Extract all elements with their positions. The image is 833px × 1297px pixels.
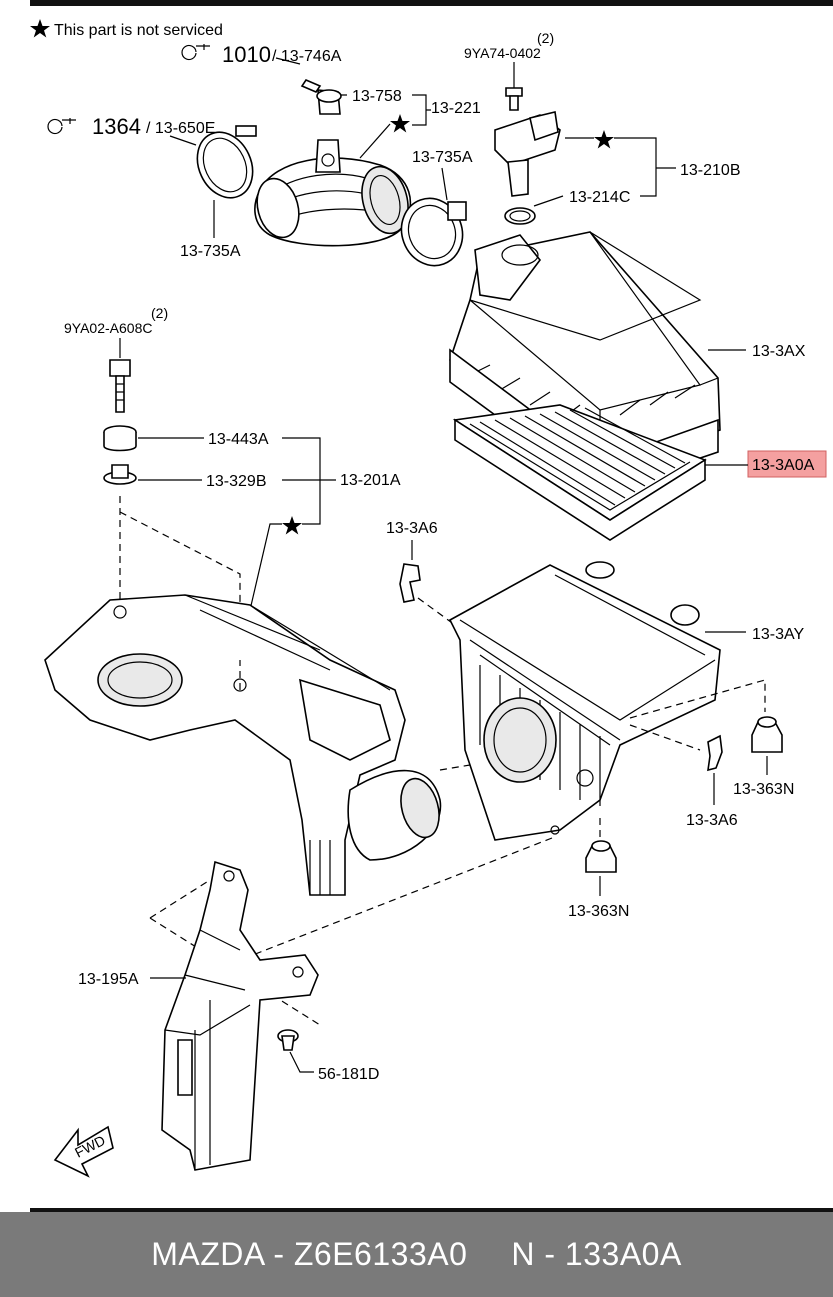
qty-bolt-top: (2) — [537, 30, 554, 46]
clip-13-3a6-top — [399, 563, 421, 603]
bolt-9ya02-a608c-label: 9YA02-A608C — [64, 320, 152, 336]
bottom-rule — [30, 1208, 833, 1212]
part-13-195a-label: 13-195A — [78, 971, 139, 988]
torque-wrench-icon — [47, 44, 210, 135]
part-13-735a-left-label: 13-735A — [180, 243, 241, 260]
air-filter-element-13-3a0a — [452, 404, 707, 541]
maf-sensor-13-210b — [494, 111, 561, 197]
collar-13-329b — [103, 464, 137, 485]
star-icon — [30, 19, 50, 38]
part-13-3a0a-label: 13-3A0A — [752, 457, 815, 474]
legend-note: This part is not serviced — [54, 22, 223, 39]
resonator-duct-13-201a — [44, 594, 442, 896]
clip-56-181d — [277, 1029, 299, 1051]
top-rule — [30, 0, 833, 6]
part-13-735a-right-label: 13-735A — [412, 149, 473, 166]
part-13-201a-label: 13-201A — [340, 472, 401, 489]
part-13-746a-label: / 13-746A — [272, 48, 342, 65]
star-icon — [594, 130, 614, 149]
mount-13-363n-right — [751, 716, 783, 753]
air-cleaner-case-13-3ay — [448, 561, 721, 841]
exploded-parts-diagram: This part is not serviced 1010 / 13-746A… — [30, 19, 827, 1178]
footer-part-number: MAZDA - Z6E6133A0 — [151, 1236, 468, 1272]
fresh-air-duct-13-195a — [161, 860, 319, 1171]
footer-oem-code: N - 133A0A — [511, 1236, 682, 1272]
part-13-3ay-label: 13-3AY — [752, 626, 805, 643]
clip-13-3a6-bottom — [707, 734, 723, 772]
o-ring-13-214c — [504, 207, 536, 225]
grommet-13-443a — [103, 425, 137, 452]
bolt-9ya02-a608c — [109, 359, 131, 413]
part-13-758-label: 13-758 — [352, 88, 402, 105]
intake-hose-13-221 — [254, 139, 412, 247]
bolt-9ya74-0402 — [505, 87, 523, 111]
fitting-13-758 — [300, 79, 342, 115]
highlight-box — [747, 450, 827, 478]
footer-bar: MAZDA - Z6E6133A0 N - 133A0A — [0, 1212, 833, 1297]
part-13-221-label: 13-221 — [431, 100, 481, 117]
bolt-9ya74-0402-label: 9YA74-0402 — [464, 45, 541, 61]
part-13-363n-bottom-label: 13-363N — [568, 903, 629, 920]
part-13-363n-right-label: 13-363N — [733, 781, 794, 798]
clamp-13-735a-left — [196, 125, 257, 199]
part-13-329b-label: 13-329B — [206, 473, 267, 490]
part-13-3a6-top-label: 13-3A6 — [386, 520, 438, 537]
forward-arrow-icon: FWD — [53, 1125, 114, 1178]
qty-bolt-left: (2) — [151, 305, 168, 321]
part-13-210b-label: 13-210B — [680, 162, 741, 179]
clamp-13-735a-right — [400, 197, 467, 267]
star-icon — [390, 114, 410, 133]
part-56-181d-label: 56-181D — [318, 1066, 379, 1083]
mount-13-363n-bottom — [585, 840, 617, 873]
part-13-3a6-bottom-label: 13-3A6 — [686, 812, 738, 829]
torque-1010-label: 1010 — [222, 42, 271, 67]
part-13-650e-label: / 13-650E — [146, 120, 215, 137]
part-13-214c-label: 13-214C — [569, 189, 630, 206]
part-13-3ax-label: 13-3AX — [752, 343, 806, 360]
torque-1364-label: 1364 — [92, 114, 141, 139]
legend: This part is not serviced — [30, 19, 223, 39]
star-icon — [282, 516, 302, 535]
part-13-443a-label: 13-443A — [208, 431, 269, 448]
